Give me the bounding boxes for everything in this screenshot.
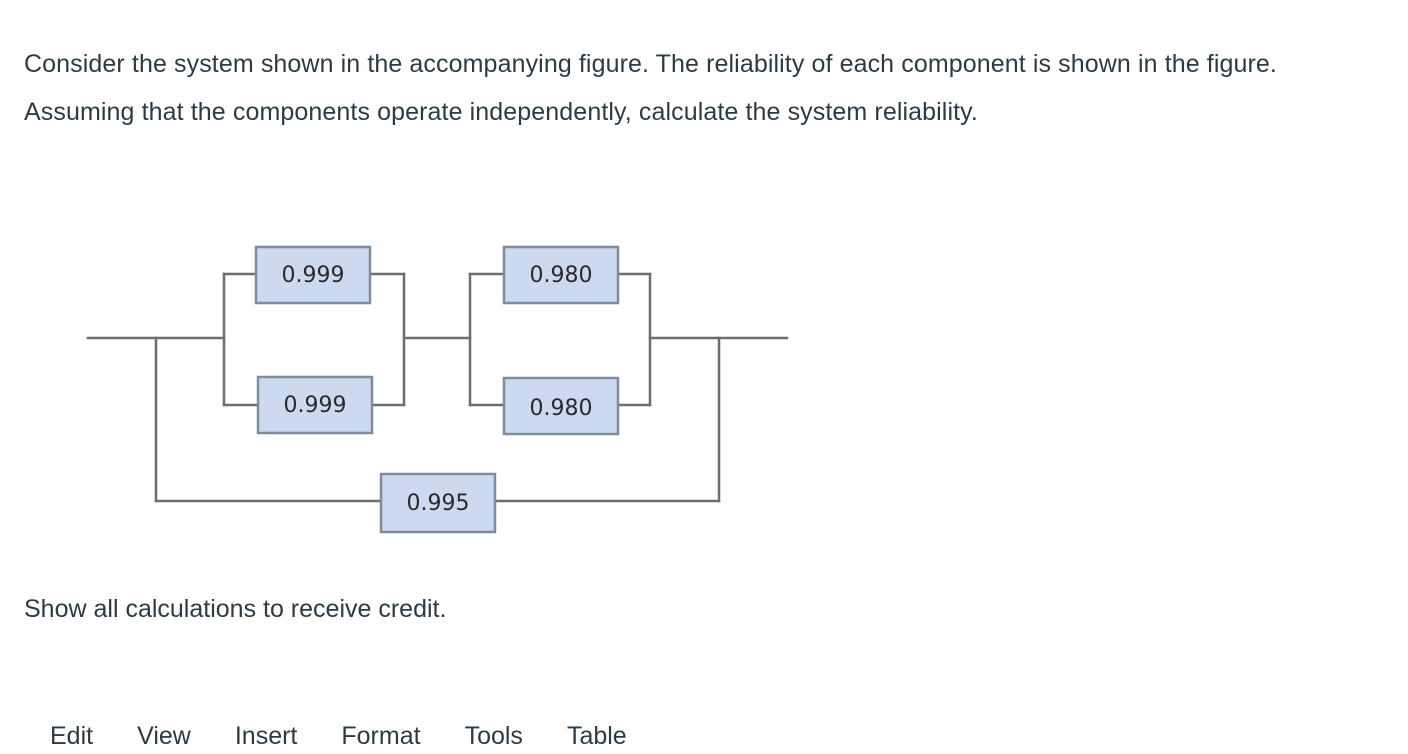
block-c1-rect bbox=[254, 245, 372, 305]
block-c5-label: 0.995 bbox=[407, 491, 470, 516]
block-c3-label: 0.980 bbox=[530, 263, 593, 288]
block-c4-label: 0.980 bbox=[530, 396, 593, 421]
menu-item-view[interactable]: View bbox=[137, 722, 191, 750]
menu-item-insert[interactable]: Insert bbox=[234, 722, 298, 750]
block-c4: 0.980 bbox=[502, 376, 620, 436]
diagram-blocks: 0.999 0.999 0.980 0.980 0.995 bbox=[254, 245, 620, 534]
reliability-diagram-svg: 0.999 0.999 0.980 0.980 0.995 bbox=[86, 245, 789, 534]
block-c4-rect bbox=[502, 376, 620, 436]
block-c1: 0.999 bbox=[254, 245, 372, 305]
block-c2: 0.999 bbox=[256, 375, 374, 435]
menu-item-format[interactable]: Format bbox=[341, 722, 421, 750]
block-c2-label: 0.999 bbox=[284, 393, 347, 418]
reliability-block-diagram-figure: 0.999 0.999 0.980 0.980 0.995 bbox=[0, 215, 820, 555]
block-c1-label: 0.999 bbox=[282, 263, 345, 288]
menu-item-edit[interactable]: Edit bbox=[50, 722, 94, 750]
question-closing-note: Show all calculations to receive credit. bbox=[24, 595, 447, 623]
block-c5-rect bbox=[379, 472, 497, 534]
block-c5: 0.995 bbox=[379, 472, 497, 534]
block-c3: 0.980 bbox=[502, 245, 620, 305]
diagram-wires bbox=[86, 272, 789, 503]
editor-menubar: Edit View Insert Format Tools Table bbox=[0, 718, 1408, 754]
question-prompt: Consider the system shown in the accompa… bbox=[24, 50, 1277, 126]
block-c3-rect bbox=[502, 245, 620, 305]
block-c2-rect bbox=[256, 375, 374, 435]
menu-item-table[interactable]: Table bbox=[566, 722, 627, 750]
menu-item-tools[interactable]: Tools bbox=[464, 722, 523, 750]
